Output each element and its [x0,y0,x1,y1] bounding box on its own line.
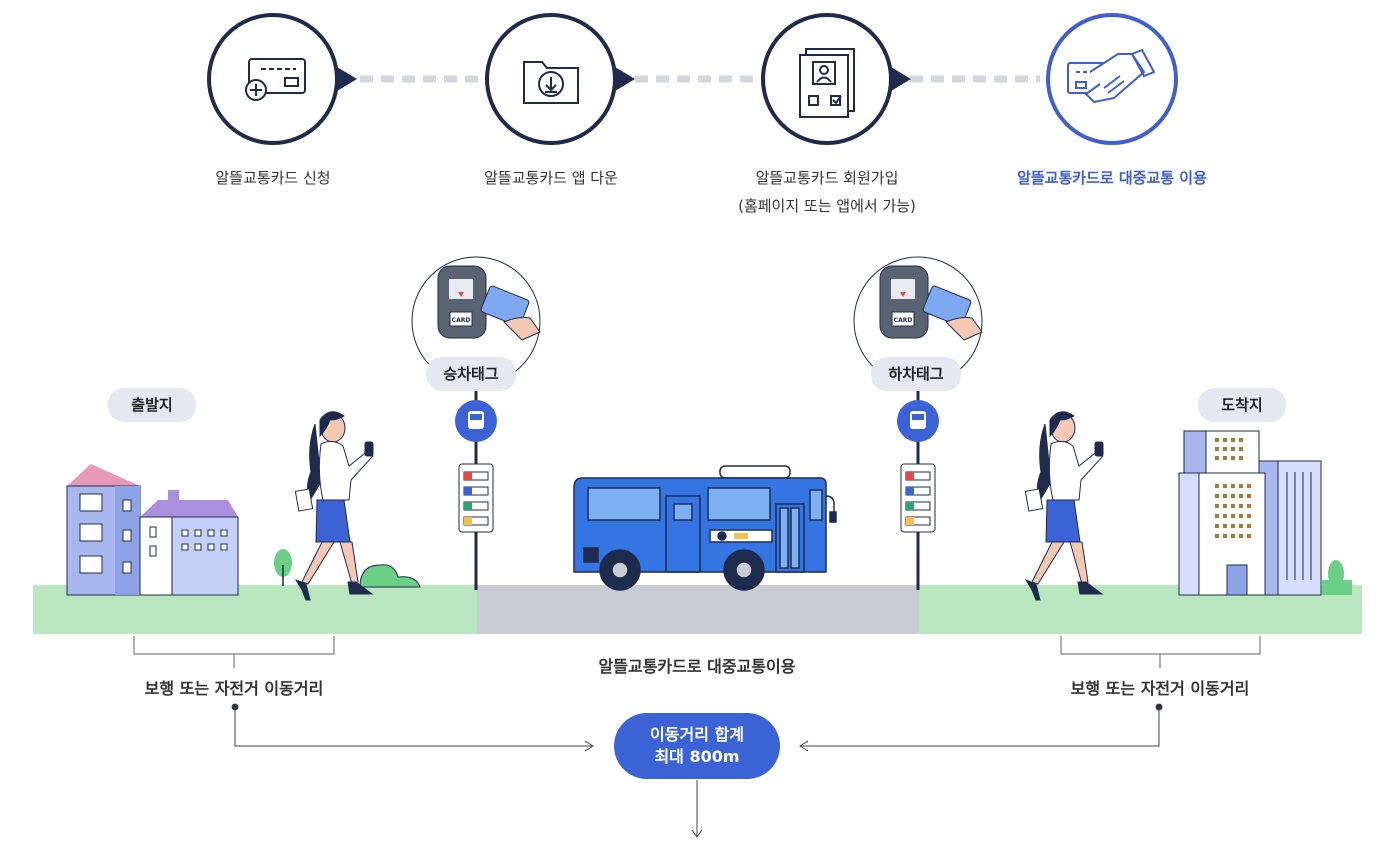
bus-illustration [573,465,837,591]
ground [33,585,1362,634]
reader-card-text: CARD [894,317,913,324]
step-3-sublabel: (홈페이지 또는 앱에서 가능) [738,197,916,215]
distance-brackets [133,636,1261,668]
step-2-label: 알뜰교통카드 앱 다운 [484,169,618,187]
reader-card-text: CARD [452,317,471,324]
board-tag-post: CARD [411,256,541,590]
total-line-2: 최대 800m [654,747,740,766]
walking-person-right [1024,411,1104,601]
card-plus-icon [245,58,306,101]
small-tree [274,549,292,586]
step-1-circle [207,13,357,145]
folder-download-icon [523,61,579,104]
card-hand-icon [1067,48,1156,104]
alight-tag-badge: 하차태그 [871,357,961,391]
alight-tag-post: CARD [853,256,983,590]
walk-right-caption: 보행 또는 자전거 이동거리 [1070,679,1250,698]
step-4-label: 알뜰교통카드로 대중교통 이용 [1017,169,1207,187]
member-document-icon [799,48,855,118]
destination-badge: 도착지 [1198,388,1286,422]
origin-buildings [66,464,239,596]
step-4-circle [1046,13,1178,145]
board-tag-badge: 승차태그 [426,357,516,391]
total-line-1: 이동거리 합계 [650,725,744,744]
step-2-circle [485,13,635,145]
origin-badge: 출발지 [108,388,196,422]
step-1-label: 알뜰교통카드 신청 [215,169,331,187]
sum-arrows [231,703,1163,838]
step-3-circle [761,13,911,145]
total-distance-badge: 이동거리 합계 최대 800m [614,713,780,779]
walk-left-caption: 보행 또는 자전거 이동거리 [144,679,324,698]
destination-buildings [1178,430,1352,596]
walking-person-left [294,411,374,601]
step-3-label: 알뜰교통카드 회원가입 [755,169,899,187]
bush [359,564,421,588]
transit-caption: 알뜰교통카드로 대중교통이용 [598,657,796,676]
